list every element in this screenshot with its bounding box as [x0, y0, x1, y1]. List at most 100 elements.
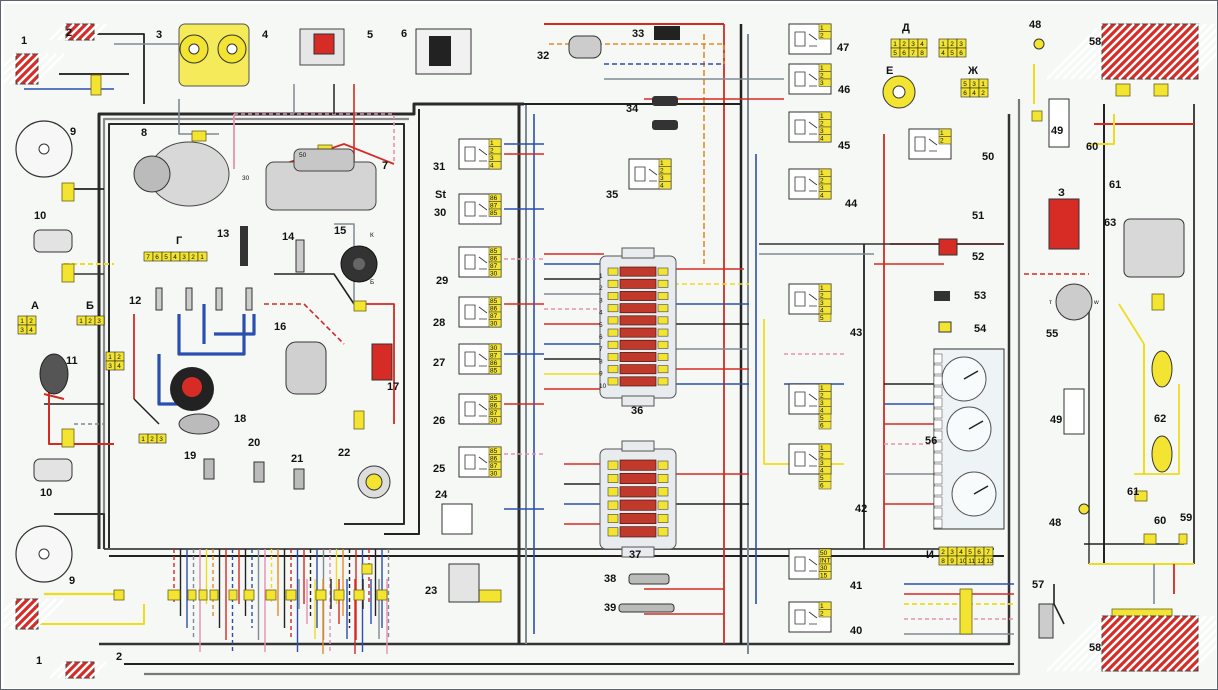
component-number-38: 38	[604, 573, 616, 585]
component-number-34: 34	[626, 103, 639, 115]
pin-number: 3	[108, 363, 112, 370]
relay-terminal: 1	[820, 170, 824, 177]
pin-number: 1	[893, 41, 897, 48]
lamp-hatch	[1086, 615, 1143, 672]
lamp-hatch	[1150, 23, 1207, 80]
relay-pin	[658, 181, 672, 190]
fuse-number: 5	[599, 322, 603, 329]
relay-terminal: 86	[490, 195, 498, 202]
connector-view-label-zh: Ж	[967, 65, 978, 77]
fuse-pin	[657, 487, 669, 497]
lamp-hatch	[1126, 23, 1183, 80]
cluster-pin	[933, 463, 943, 474]
lamp-hatch	[1062, 23, 1119, 80]
resistor-33	[654, 26, 680, 40]
fuse	[619, 291, 657, 301]
wire	[99, 114, 1011, 646]
connector-view-label-g: Г	[176, 235, 183, 247]
wire	[384, 109, 420, 535]
pin-number: 3	[972, 81, 976, 88]
connector-block	[187, 589, 197, 601]
switch-40: 12	[788, 601, 832, 633]
relay-pin	[488, 161, 502, 170]
connector-block	[333, 589, 345, 601]
component-number-54: 54	[974, 323, 987, 335]
spark-plug-12	[155, 287, 163, 311]
pin-number: 5	[968, 549, 972, 556]
relay-terminal: 1	[820, 65, 824, 72]
pin-number: 8	[941, 558, 945, 565]
lamp-62-top	[1151, 350, 1173, 388]
relay-terminal: 2	[820, 293, 824, 300]
connector-block	[265, 589, 277, 601]
lamp-hatch	[1070, 615, 1127, 672]
lamp-hatch	[17, 598, 49, 630]
fuse-pin	[607, 353, 619, 361]
component-number-63: 63	[1104, 217, 1116, 229]
pin-number: 2	[981, 90, 985, 97]
cluster-pin	[933, 375, 943, 386]
relay-terminal: 85	[490, 210, 498, 217]
fuse	[619, 266, 657, 277]
connector-pin	[197, 251, 208, 262]
wiper-motor-63	[1123, 218, 1185, 278]
fuse	[619, 512, 657, 525]
lamp-34	[652, 120, 678, 130]
component-number-58: 58	[1089, 36, 1101, 48]
relay-terminal: 85	[490, 368, 498, 375]
connector-block	[61, 182, 75, 202]
fuse-number: 10	[599, 383, 607, 390]
sensor-39	[618, 603, 675, 613]
fuse-pin	[657, 292, 669, 300]
cluster-pin	[933, 353, 943, 364]
relay-pin	[818, 313, 832, 322]
connector-view-label-d: Д	[902, 22, 910, 34]
relay-pin	[818, 481, 832, 490]
lamp-hatch	[1046, 615, 1103, 672]
connector-block	[90, 74, 102, 96]
component-number-14: 14	[282, 231, 295, 243]
lamp-hatch	[1142, 23, 1199, 80]
pin-number: 6	[977, 549, 981, 556]
relay-coil	[464, 454, 488, 470]
fuse-pin	[607, 267, 619, 276]
fuse-box-36	[599, 247, 677, 407]
connector-block	[353, 410, 365, 430]
component-number-47: 47	[837, 42, 849, 54]
component-number-33: 33	[632, 28, 644, 40]
wire	[43, 393, 65, 400]
component-number-41: 41	[850, 580, 862, 592]
pin-number: 12	[977, 558, 985, 565]
relay-pin	[488, 416, 502, 425]
relay-terminal: 2	[820, 33, 824, 40]
component-number-11: 11	[66, 355, 78, 367]
relay-terminal: 3	[820, 185, 824, 192]
lamp-hatch	[4, 53, 25, 76]
relay-terminal: 86	[490, 256, 498, 263]
switch-49-top	[1048, 98, 1070, 148]
relay-terminal: 1	[490, 140, 494, 147]
relay-terminal: 87	[490, 313, 498, 320]
switch-24	[441, 503, 473, 535]
tail-lamp-58-left	[1046, 23, 1216, 80]
pin-number: 3	[911, 41, 915, 48]
cluster-pin	[933, 441, 943, 452]
wire	[108, 123, 405, 549]
relay-pin	[818, 191, 832, 200]
component-number-10: 10	[34, 210, 46, 222]
switch-47: 12	[788, 23, 832, 55]
module-5-core	[313, 33, 335, 55]
cluster-pin	[933, 518, 943, 529]
pin-number: 4	[173, 254, 177, 261]
cluster-pin	[933, 485, 943, 496]
pin-number: 9	[950, 558, 954, 565]
lamp-hatch	[49, 661, 67, 679]
lamp-hatch	[4, 53, 17, 68]
connector-pin	[114, 360, 125, 371]
sensor-53	[934, 291, 950, 301]
component-number-27: 27	[433, 357, 445, 369]
